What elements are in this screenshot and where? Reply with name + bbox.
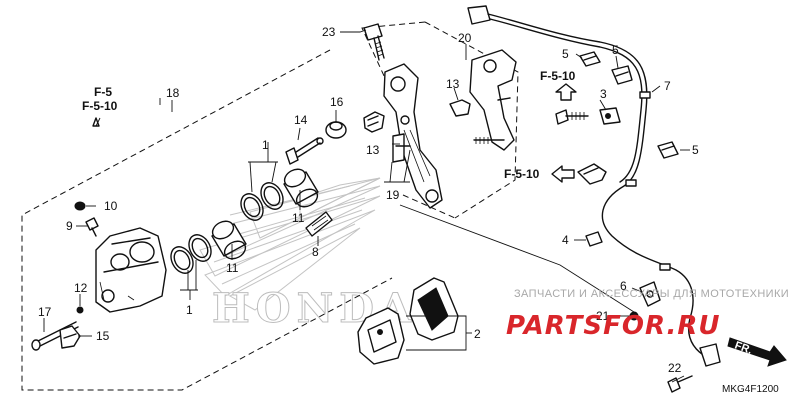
ref-f5-10-mid: F-5-10 — [504, 167, 540, 181]
ref-arrow-left — [551, 165, 575, 183]
callout-21: 21 — [596, 309, 610, 323]
ref-f5-10-left: F-5-10 — [82, 99, 118, 113]
callout-12: 12 — [74, 281, 88, 295]
callout-4: 4 — [562, 233, 569, 247]
pin-bolt-14 — [285, 137, 324, 165]
callout-14: 14 — [294, 113, 308, 127]
diagram-code: MKG4F1200 — [722, 384, 779, 395]
callout-3: 3 — [600, 87, 607, 101]
callout-5-upper-left: 5 — [562, 47, 569, 61]
piston-11-lower — [211, 220, 247, 260]
callout-5-upper-right: 5 — [612, 43, 619, 57]
grommet-4 — [585, 231, 603, 247]
callout-18: 18 — [166, 86, 180, 100]
callout-20: 20 — [458, 31, 472, 45]
bracket-assembly-frame — [361, 21, 519, 219]
callout-15: 15 — [96, 329, 110, 343]
ref-f5: F-5 — [94, 85, 112, 99]
pad-clip-13-left — [363, 111, 385, 133]
pad-clip-13-right — [449, 99, 471, 117]
pin-plug-15 — [59, 325, 81, 349]
sensor-wire-7 — [467, 5, 721, 367]
clip-5-upper-right — [611, 65, 633, 85]
clamp-3 — [555, 107, 621, 125]
brand-watermark-text: PARTSFOR.RU — [506, 311, 720, 341]
callout-11-upper: 11 — [292, 211, 305, 225]
piston-11-upper — [283, 168, 319, 208]
brake-pad-2-rear — [409, 277, 459, 341]
ref-arrow-up — [555, 83, 577, 101]
bolt-22 — [667, 375, 693, 393]
clip-mid — [577, 163, 607, 185]
ref-f5-10-top: F-5-10 — [540, 69, 576, 83]
callout-13-left: 13 — [366, 143, 380, 157]
callout-9: 9 — [66, 219, 73, 233]
callout-16: 16 — [330, 95, 344, 109]
bleeder-screw-9 — [85, 217, 99, 237]
callout-6: 6 — [620, 279, 627, 293]
bolt-23 — [363, 23, 385, 61]
callout-11-lower: 11 — [226, 261, 239, 275]
callout-23: 23 — [322, 25, 336, 39]
caliper-bracket-19 — [383, 63, 443, 209]
brake-pad-2-front — [357, 307, 405, 365]
leader-lines — [43, 29, 690, 383]
holder-6 — [639, 281, 661, 307]
piston-seal-1-upper — [240, 182, 284, 221]
honda-wing-emblem — [199, 177, 381, 311]
bracket-assembly-20 — [469, 49, 517, 151]
dust-boot-16 — [325, 121, 347, 139]
fr-direction-label: FR. — [733, 340, 754, 357]
clip-5-lower — [657, 141, 679, 159]
clip-5-upper-left — [579, 51, 601, 67]
piston-seal-1-lower — [170, 234, 212, 274]
bleeder-cap-10 — [74, 201, 86, 211]
callout-8: 8 — [312, 245, 319, 259]
callout-labels: 18 23 16 14 1 11 8 11 1 10 9 12 17 15 13… — [38, 25, 699, 375]
callout-17: 17 — [38, 305, 52, 319]
callout-19: 19 — [386, 188, 400, 202]
callout-13-right: 13 — [446, 77, 460, 91]
caliper-body — [95, 227, 167, 313]
callout-1-upper: 1 — [262, 138, 269, 152]
callout-22: 22 — [668, 361, 682, 375]
callout-2: 2 — [474, 327, 481, 341]
ref-pointer-left — [92, 117, 100, 127]
caliper-assembly-frame — [21, 49, 393, 391]
callout-7: 7 — [664, 79, 671, 93]
pad-spring-8 — [305, 211, 333, 237]
callout-1-lower: 1 — [186, 303, 193, 317]
callout-10: 10 — [104, 199, 118, 213]
callout-5-lower: 5 — [692, 143, 699, 157]
store-watermark-text: ЗАПЧАСТИ И АКСЕССУАРЫ ДЛЯ МОТОТЕХНИКИ — [514, 288, 789, 300]
plug-12 — [76, 306, 84, 314]
reference-labels: F-5 F-5-10 F-5-10 F-5-10 — [82, 69, 576, 181]
front-direction-arrow: FR. — [727, 337, 787, 367]
